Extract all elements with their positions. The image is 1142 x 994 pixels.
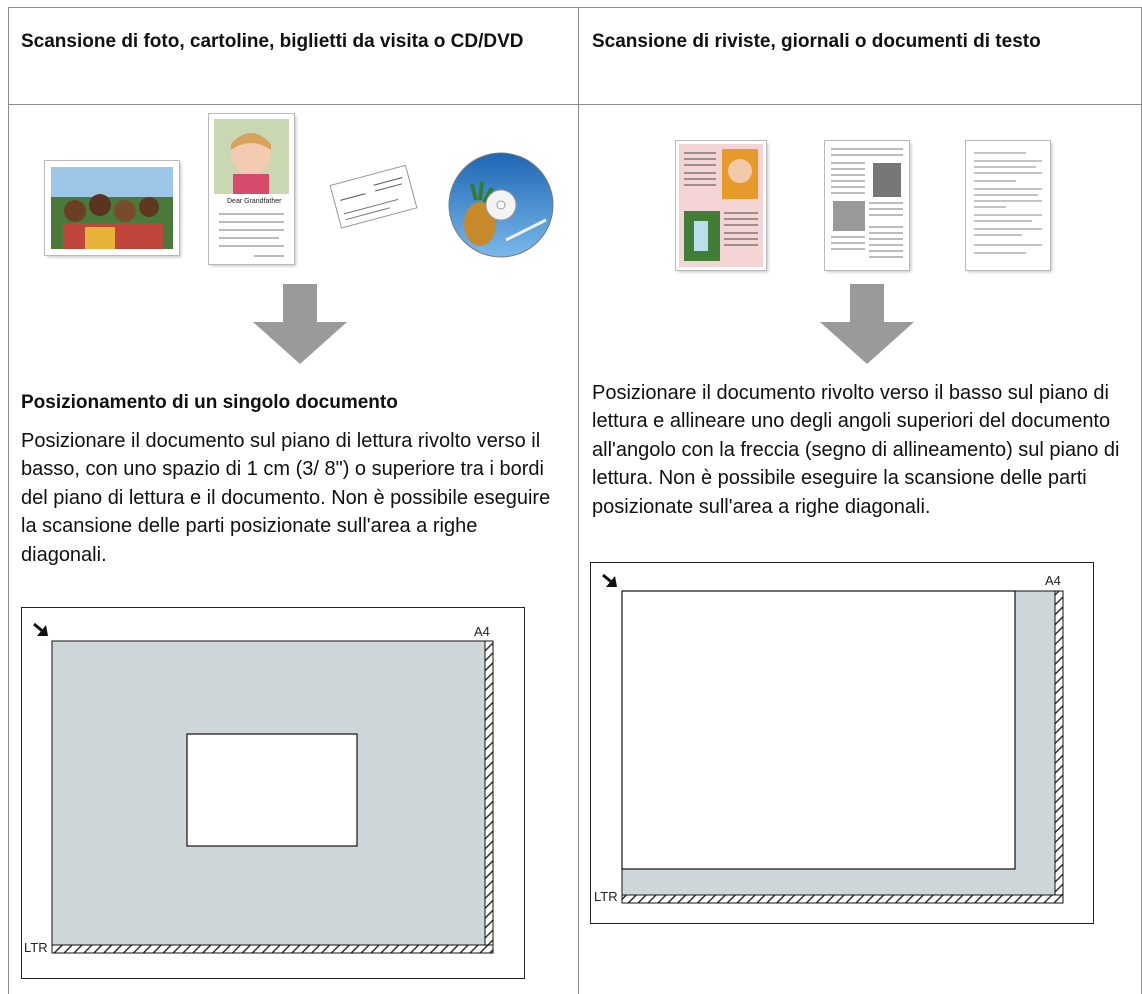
- magazine-thumbnail: [676, 141, 766, 270]
- right-header: Scansione di riviste, giornali o documen…: [592, 31, 1041, 52]
- left-platen-drawing: [33, 622, 494, 954]
- magazine-image: [679, 144, 763, 267]
- left-paragraph: Posizionare il documento sul piano di le…: [21, 430, 551, 566]
- newspaper-image: [831, 148, 903, 258]
- right-platen-diagram: A4 LTR: [590, 562, 1094, 924]
- right-paragraph: Posizionare il documento rivolto verso i…: [592, 382, 1120, 518]
- left-ltr-label: LTR: [24, 940, 48, 955]
- left-platen-diagram: A4 LTR: [21, 607, 525, 979]
- left-subheading: Posizionamento di un singolo documento: [21, 392, 398, 413]
- photo-image: [51, 167, 173, 249]
- newspaper-thumbnail: [825, 141, 909, 270]
- business-card-image: [329, 164, 418, 229]
- text-document-thumbnail: [966, 141, 1050, 270]
- postcard-thumbnail: Dear Grandfather: [209, 114, 294, 264]
- column-divider: [578, 7, 579, 994]
- cd-dvd-image: [448, 152, 554, 258]
- down-arrow-icon: [253, 284, 347, 364]
- down-arrow-icon: [820, 284, 914, 364]
- photo-thumbnail: [45, 161, 179, 255]
- text-document-image: [974, 152, 1042, 254]
- business-card-thumbnail: [326, 160, 418, 230]
- layout-table: [8, 7, 1142, 994]
- right-ltr-label: LTR: [594, 889, 618, 904]
- postcard-image: [214, 119, 289, 257]
- left-header: Scansione di foto, cartoline, biglietti …: [21, 31, 524, 52]
- left-a4-label: A4: [474, 624, 490, 639]
- cd-dvd-thumbnail: [446, 150, 556, 260]
- postcard-text: Dear Grandfather: [227, 198, 282, 205]
- header-divider: [8, 104, 1142, 105]
- right-a4-label: A4: [1045, 573, 1061, 588]
- right-platen-drawing: [602, 573, 1064, 904]
